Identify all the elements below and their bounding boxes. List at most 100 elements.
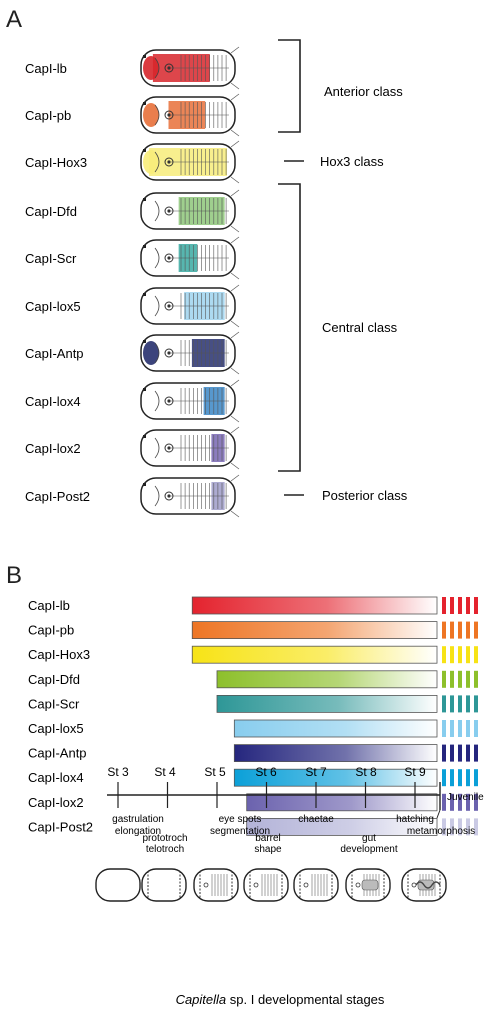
stage-sketch-8 — [345, 868, 391, 902]
eye-center — [167, 351, 171, 355]
metamorphosis-pointer — [436, 809, 441, 819]
anterior-marker — [143, 388, 146, 391]
anterior-marker — [143, 55, 146, 58]
gene-label-a: CapI-Hox3 — [25, 155, 87, 170]
stripe-key — [450, 695, 454, 713]
chaeta — [230, 474, 240, 482]
chaeta — [230, 367, 240, 375]
stripe-key — [474, 744, 478, 762]
chaeta — [230, 46, 240, 54]
sketch-label-telotroch: telotroch — [146, 844, 184, 855]
gene-label-a: CapI-lox5 — [25, 299, 81, 314]
stripe-key — [458, 769, 462, 787]
stripe-key — [458, 818, 462, 836]
head-expression — [143, 56, 159, 80]
event-eye-spots: eye spots — [219, 814, 262, 825]
event-chaetae: chaetae — [298, 814, 334, 825]
stripe-key — [450, 769, 454, 787]
stripe-key — [442, 744, 446, 762]
embryo-3 — [140, 189, 240, 233]
eye-center — [167, 209, 171, 213]
gene-label-b: CapI-pb — [28, 623, 74, 638]
embryo-6 — [140, 331, 240, 375]
stripe-key — [466, 646, 470, 664]
panel-a-class-brackets — [278, 39, 304, 496]
juvenile-label: Juvenile — [447, 792, 484, 803]
stripe-key — [442, 646, 446, 664]
brain-outline — [154, 247, 160, 269]
central-bracket — [278, 183, 301, 472]
gene-label-b: CapI-Post2 — [28, 819, 93, 834]
sketch-outline — [95, 868, 141, 902]
expression-bar — [246, 818, 438, 836]
sketch-outline — [293, 868, 339, 902]
stripe-key — [450, 670, 454, 688]
eye-center — [167, 446, 171, 450]
gene-label-b: CapI-lox5 — [28, 721, 84, 736]
stage-sketch-4 — [141, 868, 187, 902]
stage-sketch-6 — [243, 868, 289, 902]
panel-a-letter: A — [6, 6, 22, 33]
embryo-1 — [140, 93, 240, 137]
stage-sketch-5 — [193, 868, 239, 902]
gene-label-b: CapI-lox2 — [28, 795, 84, 810]
sketch-outline — [141, 868, 187, 902]
chaeta — [230, 140, 240, 148]
stage-label-8: St 8 — [355, 765, 377, 779]
eye-center — [167, 113, 171, 117]
gene-label-a: CapI-lox4 — [25, 394, 81, 409]
eye-spot — [253, 882, 259, 888]
stripe-key — [458, 793, 462, 811]
stripe-key — [450, 720, 454, 737]
gene-label-b: CapI-Antp — [28, 746, 87, 761]
gene-label-a: CapI-Antp — [25, 346, 84, 361]
event-elongation: elongation — [115, 826, 161, 837]
stripe-key — [450, 744, 454, 762]
stripe-key — [442, 695, 446, 713]
anterior-marker — [143, 198, 146, 201]
chaeta — [230, 415, 240, 423]
chaeta — [230, 129, 240, 137]
chaeta — [230, 462, 240, 470]
brain-outline — [154, 485, 160, 507]
stripe-key — [442, 793, 446, 811]
stripe-key — [466, 597, 470, 614]
expression-bar — [191, 596, 438, 615]
stripe-key — [466, 793, 470, 811]
sketch-outline — [243, 868, 289, 902]
chaeta — [230, 189, 240, 197]
expression-bar — [216, 670, 438, 689]
panel-b-gene-labels: CapI-lbCapI-pbCapI-Hox3CapI-DfdCapI-ScrC… — [28, 598, 93, 834]
stripe-key — [450, 793, 454, 811]
stripe-key — [466, 769, 470, 787]
anterior-marker — [143, 102, 146, 105]
stage-timeline — [107, 782, 441, 819]
stripe-key — [450, 646, 454, 664]
chaeta — [230, 225, 240, 233]
stripe-key — [442, 597, 446, 614]
chaeta — [230, 176, 240, 184]
eye-spot — [164, 301, 174, 311]
gene-label-b: CapI-Scr — [28, 696, 80, 711]
head-expression — [143, 150, 159, 174]
brain-outline — [154, 57, 160, 79]
stripe-key — [450, 621, 454, 639]
sketch-label-prototroch: prototroch — [142, 833, 187, 844]
stripe-key — [442, 621, 446, 639]
stripe-key — [458, 646, 462, 664]
stripe-key — [458, 695, 462, 713]
stripe-key — [442, 670, 446, 688]
class-label-posterior: Posterior class — [322, 488, 408, 503]
stripe-key — [474, 670, 478, 688]
stripe-key — [458, 621, 462, 639]
sketch-label-development: development — [340, 844, 397, 855]
expression-bar — [233, 744, 438, 762]
gene-label-a: CapI-pb — [25, 108, 71, 123]
brain-outline — [154, 104, 160, 126]
sketch-label-shape: shape — [254, 844, 282, 855]
stripe-key — [474, 793, 478, 811]
panel-b-letter: B — [6, 562, 22, 589]
stage-label-3: St 3 — [107, 765, 129, 779]
eye-center — [167, 160, 171, 164]
embryo-7 — [140, 379, 240, 423]
